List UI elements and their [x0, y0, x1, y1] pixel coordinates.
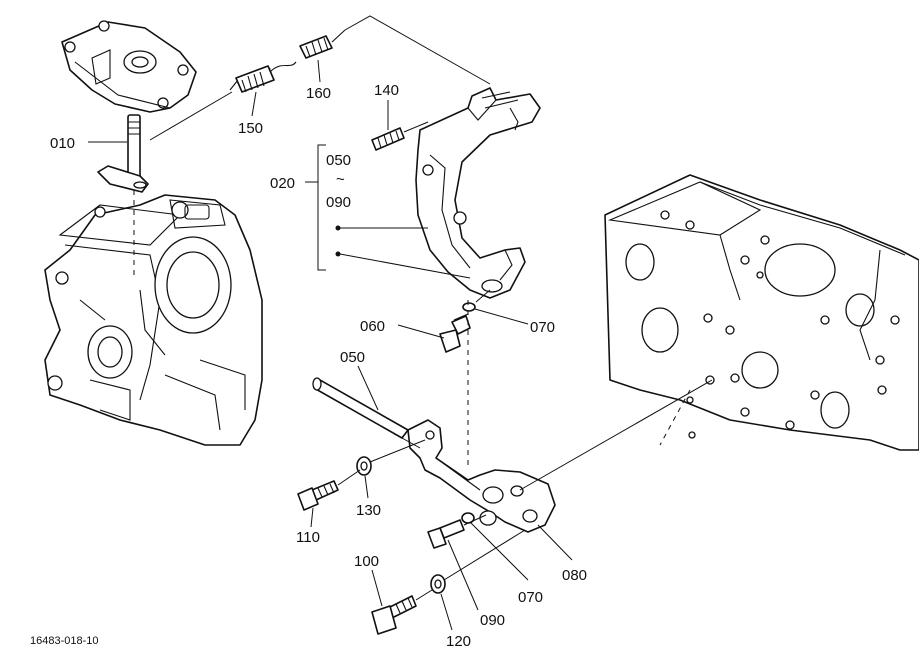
part-050-shaft	[312, 377, 409, 439]
part-070-washer-upper	[462, 302, 476, 312]
part-060-bolt	[439, 313, 471, 353]
part-010-shaft	[97, 114, 149, 193]
label-090: 090	[480, 612, 505, 629]
label-range-symbol: ~	[336, 171, 345, 188]
label-070-lower: 070	[518, 589, 543, 606]
part-020-lever-bracket	[415, 87, 541, 299]
label-050-range-start: 050	[326, 152, 351, 169]
label-020: 020	[270, 175, 295, 192]
label-100: 100	[354, 553, 379, 570]
label-060: 060	[360, 318, 385, 335]
part-110-bolt	[297, 480, 339, 511]
assembly-lines	[133, 15, 713, 601]
label-110: 110	[296, 529, 320, 546]
part-080-lever-assembly	[407, 419, 556, 533]
cover-plate	[61, 20, 197, 113]
part-140-spring	[371, 127, 405, 151]
part-090-bolt	[427, 519, 465, 549]
label-130: 130	[356, 502, 381, 519]
part-labels: 010 020 050 ~ 090 050 060 070 070 080 09…	[30, 82, 587, 650]
label-160: 160	[306, 85, 331, 102]
part-120-washer	[430, 574, 446, 594]
part-100-bolt	[371, 595, 417, 635]
part-130-washer	[356, 456, 372, 476]
leader-dot-2	[335, 251, 341, 257]
label-070-upper: 070	[530, 319, 555, 336]
leader-dot-1	[335, 225, 341, 231]
part-160-spring	[299, 29, 346, 59]
label-080: 080	[562, 567, 587, 584]
figure-code: 16483-018-10	[30, 635, 99, 647]
label-150: 150	[238, 120, 263, 137]
label-120: 120	[446, 633, 471, 650]
label-090-range-end: 090	[326, 194, 351, 211]
label-140: 140	[374, 82, 399, 99]
label-050: 050	[340, 349, 365, 366]
leader-lines	[88, 59, 573, 631]
label-010: 010	[50, 135, 75, 152]
engine-block-right	[604, 174, 919, 451]
engine-block-left	[44, 194, 263, 446]
part-150-spring	[229, 61, 297, 93]
